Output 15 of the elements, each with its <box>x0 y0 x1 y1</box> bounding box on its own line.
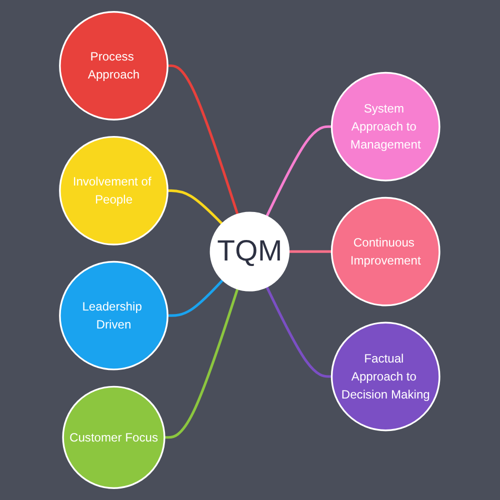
connector <box>164 288 240 439</box>
node-circle: System Approach to Management <box>331 72 441 182</box>
node-circle: Factual Approach to Decision Making <box>331 322 441 432</box>
connector <box>266 286 332 378</box>
node-circle: Leadership Driven <box>59 260 169 370</box>
node-circle: Customer Focus <box>62 386 166 489</box>
connector <box>266 125 332 218</box>
node-circle: Continuous Improvement <box>331 196 441 306</box>
connector <box>168 279 224 317</box>
connector <box>168 64 240 215</box>
connector <box>168 189 224 225</box>
node-circle: Process Approach <box>59 11 169 120</box>
connector <box>289 250 332 253</box>
node-circle: TQM <box>210 212 290 292</box>
node-circle: Involvement of People <box>59 136 169 246</box>
